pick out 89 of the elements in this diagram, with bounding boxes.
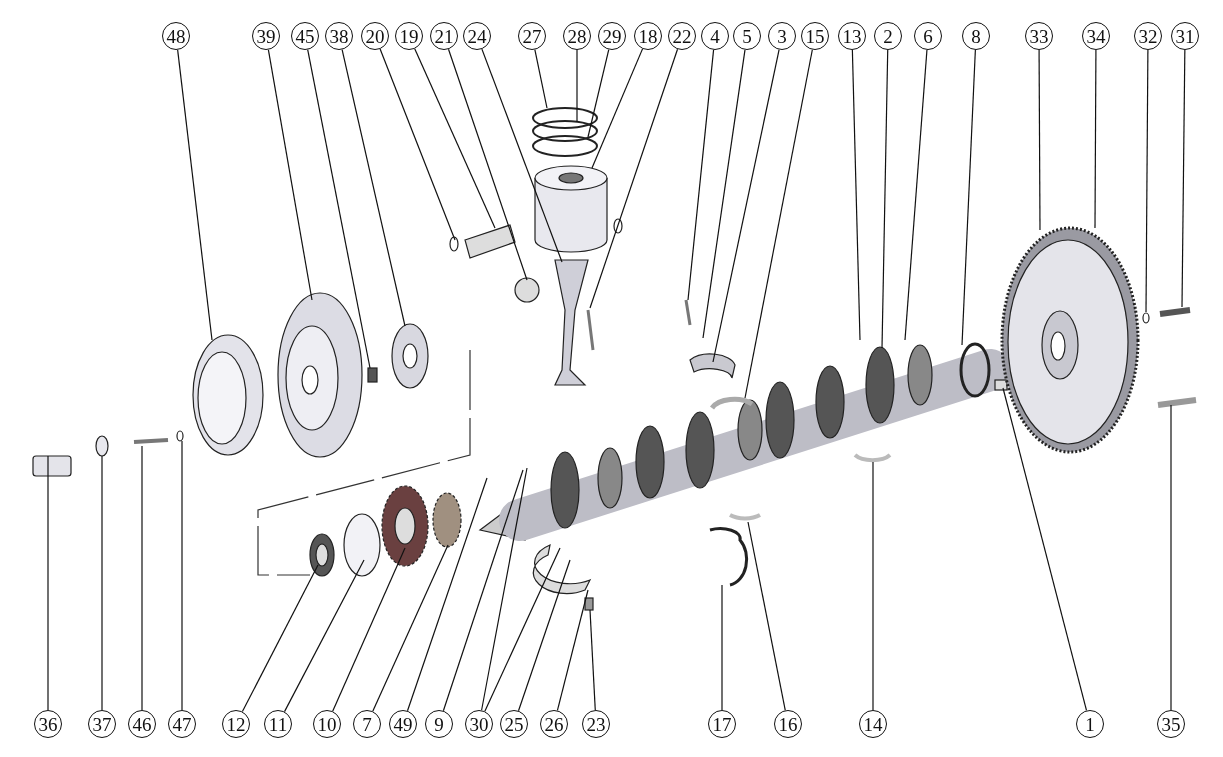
callout-number: 4 bbox=[701, 22, 729, 50]
leader-line bbox=[589, 48, 679, 309]
leader-line bbox=[480, 467, 528, 711]
callout-number: 15 bbox=[801, 22, 829, 50]
leader-line bbox=[904, 49, 928, 341]
leader-line bbox=[141, 445, 143, 711]
leader-line bbox=[591, 48, 644, 169]
leader-line bbox=[534, 49, 548, 109]
leader-line bbox=[517, 559, 571, 712]
leader-line bbox=[484, 547, 561, 712]
callout-number: 48 bbox=[162, 22, 190, 50]
callout-number: 28 bbox=[563, 22, 591, 50]
callout-number: 6 bbox=[914, 22, 942, 50]
leader-line bbox=[872, 461, 874, 711]
callout-number: 24 bbox=[463, 22, 491, 50]
leader-line bbox=[961, 49, 976, 346]
callout-number: 25 bbox=[500, 710, 528, 738]
leader-line bbox=[442, 469, 524, 712]
callout-number: 27 bbox=[518, 22, 546, 50]
leader-line bbox=[283, 559, 365, 713]
callout-number: 5 bbox=[733, 22, 761, 50]
leader-line bbox=[687, 49, 715, 301]
callout-number: 10 bbox=[313, 710, 341, 738]
leader-line bbox=[576, 49, 578, 123]
callout-number: 8 bbox=[962, 22, 990, 50]
callout-number: 20 bbox=[361, 22, 389, 50]
leader-line bbox=[379, 48, 456, 241]
callout-number: 14 bbox=[859, 710, 887, 738]
leader-line bbox=[1002, 387, 1088, 712]
callout-number: 9 bbox=[425, 710, 453, 738]
callout-number: 31 bbox=[1171, 22, 1199, 50]
leader-line bbox=[341, 49, 406, 327]
callout-number: 3 bbox=[768, 22, 796, 50]
callout-number: 39 bbox=[252, 22, 280, 50]
leader-line bbox=[747, 521, 786, 711]
callout-number: 23 bbox=[582, 710, 610, 738]
leader-line bbox=[332, 547, 406, 712]
callout-number: 18 bbox=[634, 22, 662, 50]
leader-line bbox=[1094, 49, 1097, 229]
callout-number: 17 bbox=[708, 710, 736, 738]
leader-line bbox=[1038, 49, 1041, 231]
leader-line bbox=[589, 609, 596, 711]
leader-line bbox=[556, 589, 589, 712]
leader-line bbox=[721, 584, 723, 711]
leader-line bbox=[1181, 49, 1186, 308]
callout-number: 29 bbox=[598, 22, 626, 50]
leader-line bbox=[881, 49, 889, 349]
callout-number: 19 bbox=[395, 22, 423, 50]
callout-number: 21 bbox=[430, 22, 458, 50]
callout-number: 7 bbox=[353, 710, 381, 738]
leader-line bbox=[447, 48, 528, 281]
leader-line bbox=[406, 477, 488, 712]
callout-number: 35 bbox=[1157, 710, 1185, 738]
callout-number: 47 bbox=[168, 710, 196, 738]
leader-line bbox=[702, 49, 746, 339]
callout-number: 11 bbox=[264, 710, 292, 738]
callout-number: 38 bbox=[325, 22, 353, 50]
leader-line bbox=[267, 49, 313, 301]
callout-number: 1 bbox=[1076, 710, 1104, 738]
callout-number: 37 bbox=[88, 710, 116, 738]
callout-number: 30 bbox=[465, 710, 493, 738]
leader-line bbox=[1170, 404, 1172, 711]
leader-line bbox=[712, 49, 780, 363]
callout-number: 46 bbox=[128, 710, 156, 738]
leader-line bbox=[851, 49, 861, 341]
leader-line bbox=[47, 455, 49, 711]
callout-number: 45 bbox=[291, 22, 319, 50]
callout-number: 36 bbox=[34, 710, 62, 738]
leader-line bbox=[241, 564, 319, 713]
callout-number: 12 bbox=[222, 710, 250, 738]
callout-number: 22 bbox=[668, 22, 696, 50]
callout-number: 2 bbox=[874, 22, 902, 50]
leader-line bbox=[587, 49, 610, 138]
callout-number: 33 bbox=[1025, 22, 1053, 50]
leader-line bbox=[481, 48, 563, 263]
leader-line bbox=[414, 48, 496, 229]
leader-line bbox=[1145, 49, 1149, 313]
callout-number: 16 bbox=[774, 710, 802, 738]
callout-number: 26 bbox=[540, 710, 568, 738]
leader-line bbox=[307, 49, 371, 369]
leader-line bbox=[177, 49, 213, 341]
leader-line bbox=[181, 440, 183, 711]
callout-number: 13 bbox=[838, 22, 866, 50]
leader-line bbox=[101, 455, 103, 711]
callout-number: 32 bbox=[1134, 22, 1162, 50]
leader-line bbox=[372, 544, 449, 712]
leader-line bbox=[744, 49, 813, 399]
callout-number: 49 bbox=[389, 710, 417, 738]
callout-number: 34 bbox=[1082, 22, 1110, 50]
